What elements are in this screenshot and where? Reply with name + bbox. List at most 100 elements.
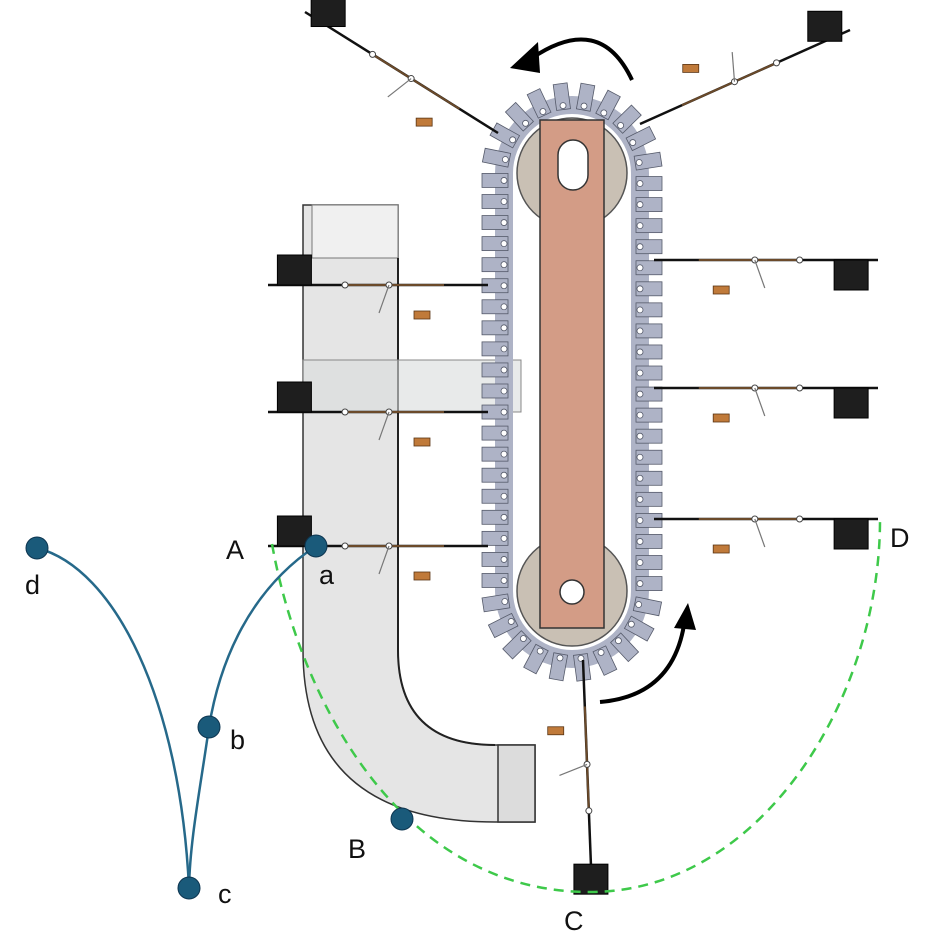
graph-node-a: [304, 534, 328, 558]
chain-flight: [635, 323, 663, 339]
rotation-arrow-bottom: [599, 603, 696, 704]
chain-flight: [481, 215, 509, 230]
chain-flight: [481, 488, 509, 504]
chain-flight: [635, 576, 663, 591]
graph-node-c: [177, 876, 201, 900]
arm-assemblies: [268, 0, 878, 895]
chain-link-pin: [500, 577, 508, 584]
chain-link-pin: [617, 122, 625, 129]
graph-node-d: [25, 536, 49, 560]
chain-flight: [635, 512, 663, 528]
label-A: A: [226, 535, 244, 565]
chain-link-pin: [500, 556, 508, 563]
arm-strut: [378, 411, 390, 441]
conveyor-chain: [481, 82, 663, 682]
label-B: B: [348, 834, 366, 864]
arm-strut: [378, 545, 390, 575]
arm-joint: [773, 59, 780, 67]
chain-link-pin: [509, 136, 517, 144]
label-c: c: [218, 879, 232, 909]
arm: [654, 256, 878, 295]
chain-link-pin: [507, 618, 515, 625]
arm-joint: [341, 408, 349, 416]
chain-link-pin: [636, 559, 644, 566]
arm-strut: [378, 284, 390, 314]
counterweight: [833, 259, 869, 291]
chain-flight: [633, 151, 663, 171]
spring-icon: [712, 544, 730, 554]
arm: [268, 381, 488, 447]
graph-node-b: [197, 715, 221, 739]
arm: [639, 10, 851, 126]
chain-link-pin: [636, 474, 644, 482]
chain-link-pin: [522, 119, 529, 127]
arm-joint: [369, 50, 377, 58]
chain-flight: [481, 383, 509, 399]
chain-link-pin: [577, 655, 585, 662]
chain-link-pin: [597, 649, 605, 656]
chain-link-pin: [500, 408, 508, 416]
counterweight: [833, 518, 869, 550]
chain-link-pin: [629, 139, 637, 146]
chain-link-pin: [636, 453, 644, 461]
chain-flight: [481, 467, 509, 483]
chain-flight: [481, 341, 509, 357]
chain-flight: [635, 197, 663, 212]
arm-strut: [387, 78, 412, 98]
chain-link-pin: [500, 219, 508, 226]
chain-link-pin: [636, 306, 644, 314]
chain-flight: [575, 82, 596, 112]
chain-flight: [481, 147, 512, 168]
chain-link-pin: [636, 180, 644, 187]
chain-link-pin: [500, 366, 508, 374]
chain-flight: [481, 173, 509, 188]
chain-link-pin: [627, 620, 635, 628]
chain-link-pin: [500, 261, 508, 269]
arm-strut: [559, 763, 588, 777]
chain-flight: [481, 530, 509, 546]
chain-flight: [481, 425, 509, 441]
spring-icon: [712, 285, 730, 295]
chain-link-pin: [501, 598, 509, 605]
chain-flight: [635, 428, 663, 444]
chain-flight: [552, 82, 571, 111]
chain-flight: [635, 555, 663, 570]
chain-flight: [481, 236, 509, 252]
chain-link-pin: [536, 647, 544, 655]
counterweight: [276, 254, 312, 286]
chain-flight: [635, 218, 663, 234]
counterweight: [276, 381, 312, 413]
chain-link-pin: [500, 345, 508, 353]
chain-link-pin: [615, 637, 622, 645]
spring-icon: [547, 726, 565, 736]
chain-flight: [635, 344, 663, 360]
label-d: d: [25, 570, 40, 600]
central-bar: [539, 119, 605, 629]
arm-joint: [341, 281, 349, 289]
chain-flight: [481, 573, 509, 588]
chain-flight: [481, 552, 509, 567]
arm-strut: [754, 518, 766, 548]
chain-flight: [635, 281, 663, 297]
chain-link-pin: [500, 324, 508, 332]
chain-flight: [481, 320, 509, 336]
label-b: b: [230, 725, 245, 755]
chain-link-pin: [559, 102, 567, 109]
chain-link-pin: [636, 390, 644, 398]
chain-flight: [635, 176, 663, 191]
label-C: C: [564, 906, 584, 936]
arm-joint: [796, 515, 804, 523]
arm: [547, 659, 609, 895]
chain-flight: [481, 593, 511, 613]
chain-link-pin: [636, 580, 644, 587]
chain-link-pin: [519, 635, 527, 642]
chain-flight: [548, 652, 569, 682]
counterweight: [807, 10, 843, 42]
chain-flight: [635, 302, 663, 318]
chain-link-pin: [600, 109, 608, 117]
arm-strut: [754, 387, 766, 417]
chain-flight: [481, 194, 509, 209]
label-a: a: [319, 560, 335, 590]
arm-joint: [796, 384, 804, 392]
